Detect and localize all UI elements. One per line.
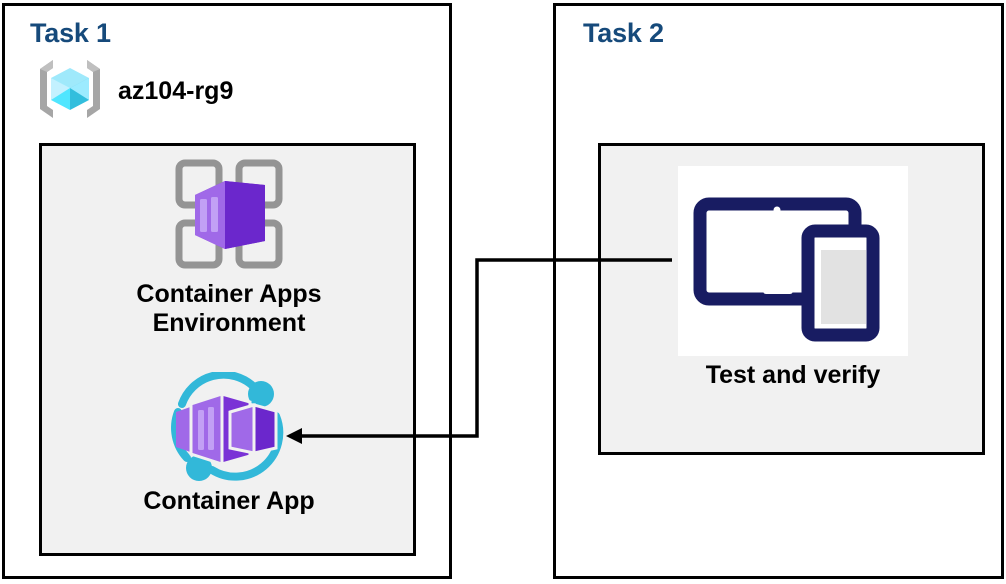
- task-1-title: Task 1: [30, 18, 111, 48]
- container-app-icon: [154, 370, 304, 487]
- devices-tablet-phone-icon: [678, 166, 908, 361]
- container-apps-environment-icon: [167, 155, 291, 280]
- node-test-and-verify: Test and verify: [628, 166, 958, 390]
- task-2-title: Task 2: [583, 18, 664, 48]
- resource-group-label: az104-rg9: [118, 77, 234, 105]
- test-and-verify-label: Test and verify: [705, 361, 881, 389]
- container-app-label: Container App: [143, 487, 315, 515]
- container-apps-environment-label: Container Apps Environment: [136, 280, 322, 337]
- node-container-app: Container App: [79, 370, 379, 516]
- resource-group-icon: [36, 58, 104, 125]
- node-container-apps-environment: Container Apps Environment: [79, 155, 379, 338]
- resource-group-row: az104-rg9: [36, 58, 233, 125]
